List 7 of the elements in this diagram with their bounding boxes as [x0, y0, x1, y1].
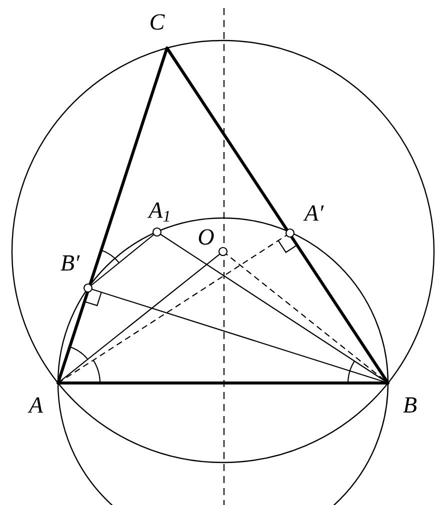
- point-label: A′: [303, 205, 324, 221]
- point-label: C: [150, 14, 165, 30]
- point-label: B: [403, 397, 417, 413]
- point-label: B′: [60, 255, 80, 271]
- point-label: A: [28, 397, 44, 413]
- point-label: A$_{1}$: [147, 202, 170, 222]
- point-label: O: [198, 229, 214, 245]
